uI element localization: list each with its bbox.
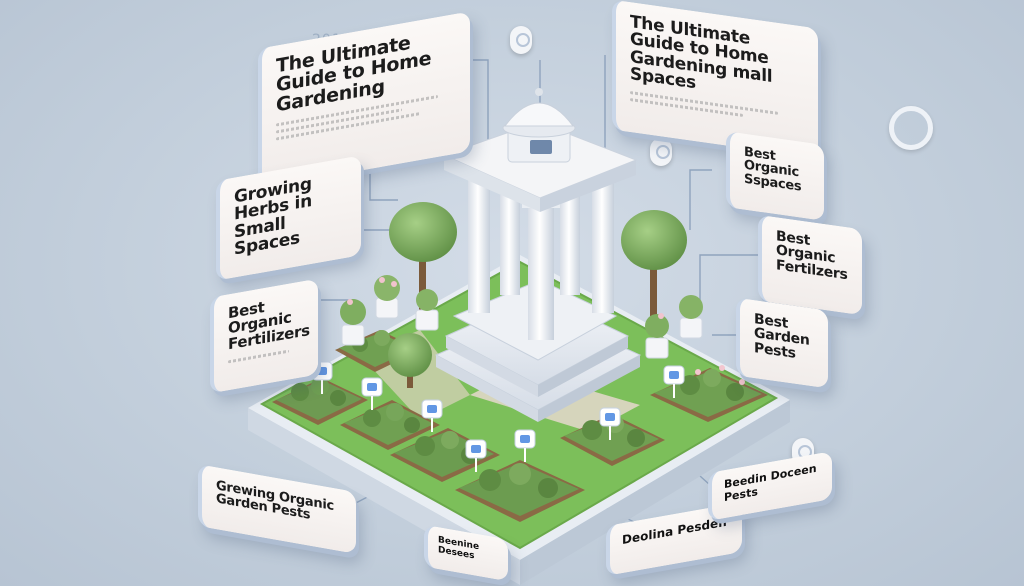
trees [388, 202, 687, 388]
flower-pots [340, 275, 703, 359]
plant-label-signs [311, 361, 685, 472]
card-title: Best Organic Fertilzers [776, 228, 848, 283]
card-title: Beenine Desees [438, 535, 480, 562]
card-organic-spaces-right: Best Organic Sspaces [726, 131, 824, 221]
card-title: The Ultimate Guide to Home Gardening mal… [630, 12, 773, 94]
card-organic-fertilizers-right: Best Organic Fertilzers [758, 214, 862, 316]
location-pin-icon [650, 138, 672, 166]
card-title: Beedin Doceen Pests [724, 461, 817, 505]
card-title: Grewing Organic Garden Pests [216, 478, 334, 524]
card-title: Best Organic Sspaces [744, 144, 802, 195]
circle-ring-icon [889, 106, 933, 150]
card-title: Growing Herbs in Small Spaces [234, 173, 312, 260]
location-pin-icon [510, 26, 532, 54]
pavilion [434, 88, 642, 422]
card-title: Best Garden Pests [754, 311, 810, 362]
card-title: Best Organic Fertilizers [228, 297, 310, 353]
card-garden-pests-right: Best Garden Pests [736, 297, 828, 389]
card-organic-fertilizers-left: Best Organic Fertilizers [210, 278, 318, 394]
